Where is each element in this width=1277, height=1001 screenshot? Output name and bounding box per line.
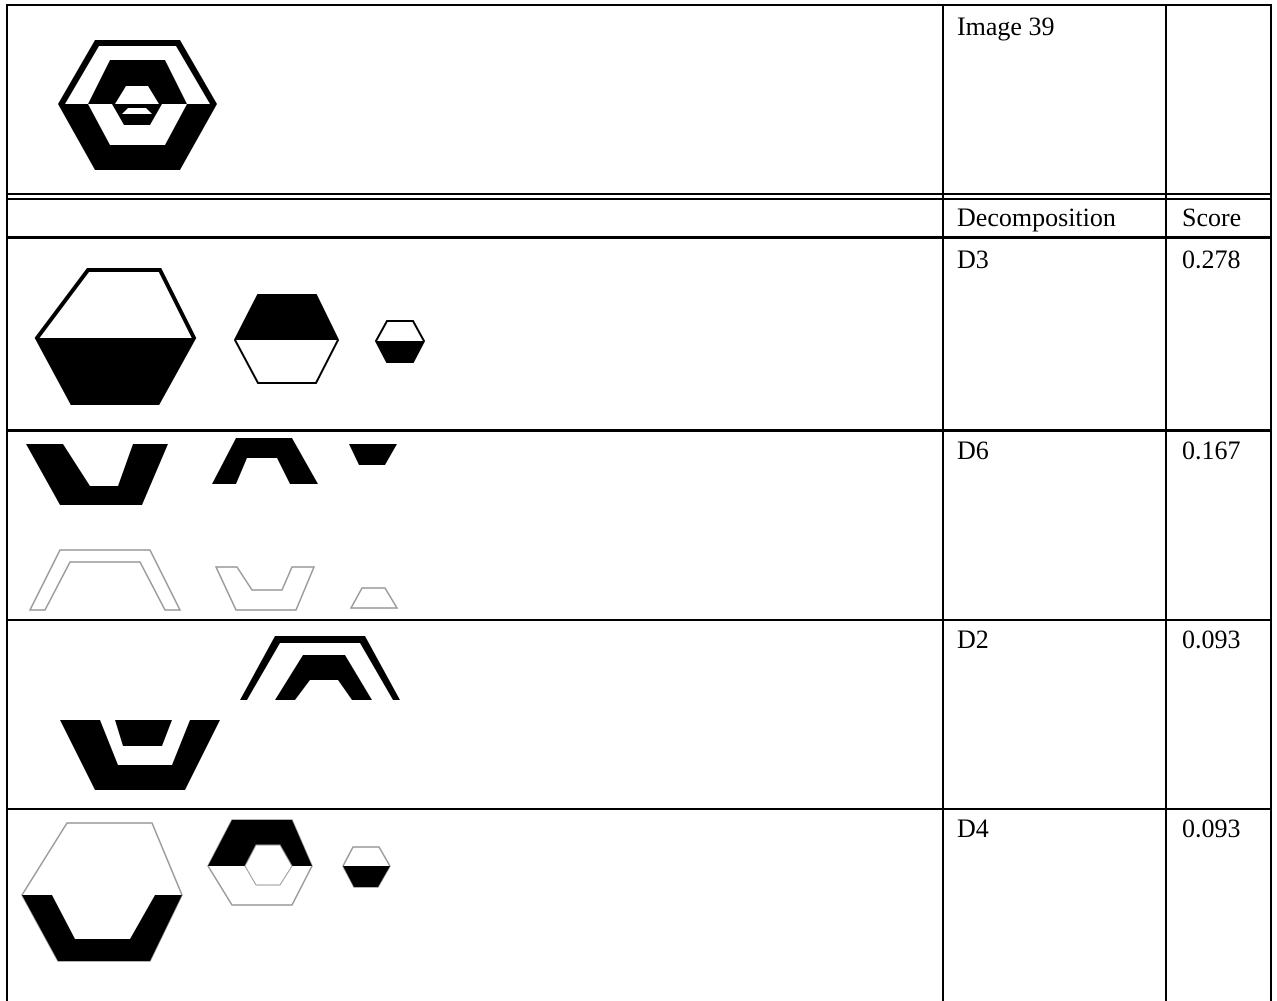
d3-decomposition-figure [37,270,424,403]
d4-decomposition-figure [22,820,390,961]
d2-decomposition-figure [60,636,400,790]
d6-decomposition-figure [26,438,397,610]
original-hexagon-figure [58,40,217,170]
